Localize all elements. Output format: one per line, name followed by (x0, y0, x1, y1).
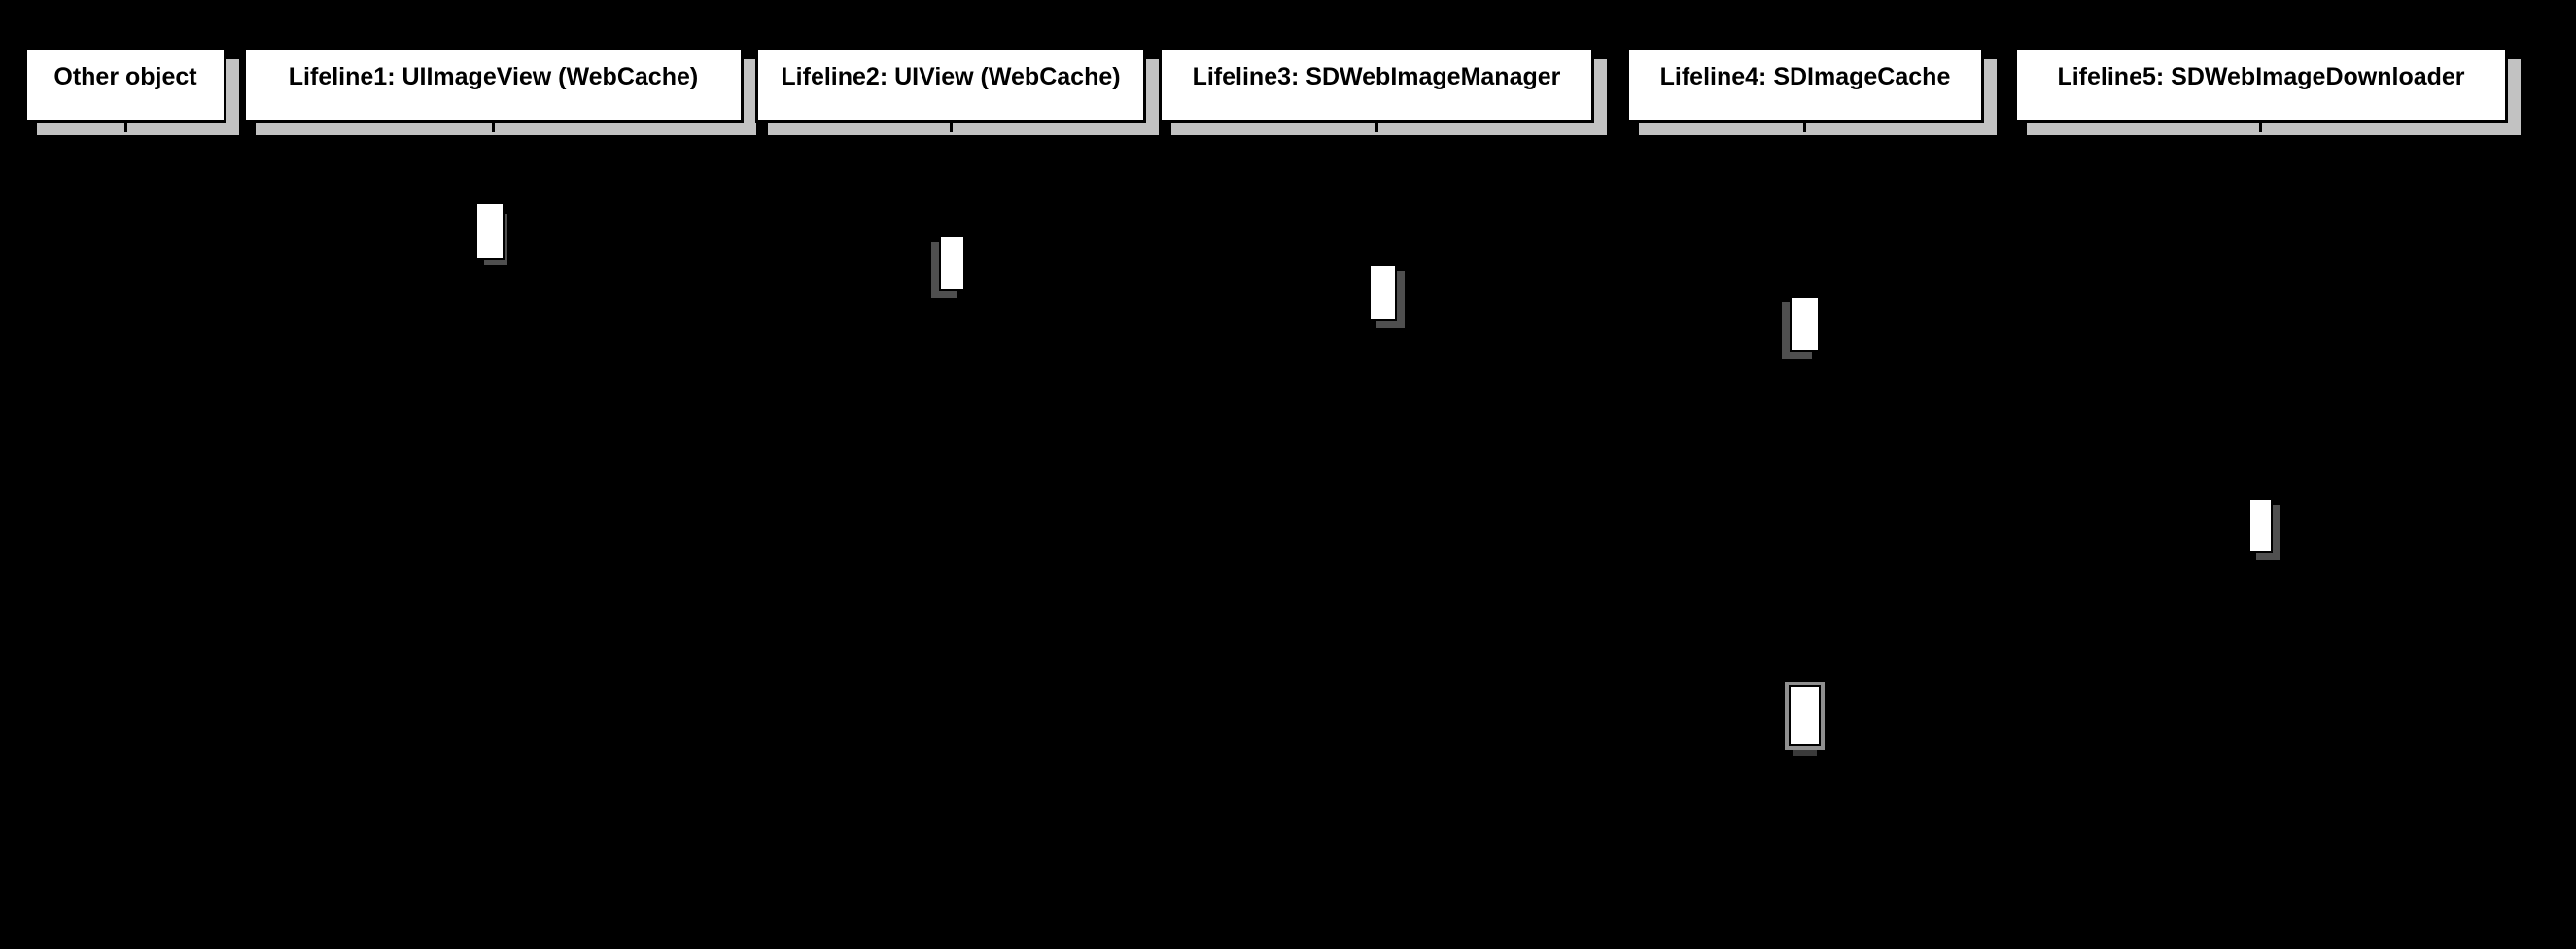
activation-bar (939, 235, 965, 291)
lifeline-header-box: Lifeline3: SDWebImageManager (1159, 47, 1594, 123)
activation-bar (1369, 264, 1397, 321)
lifeline-header-box: Lifeline1: UIImageView (WebCache) (243, 47, 744, 123)
lifeline-header-label: Lifeline5: SDWebImageDownloader (2057, 63, 2465, 90)
lifeline-dashed-line (124, 123, 127, 949)
activation-bar (1790, 296, 1820, 352)
lifeline-header-label: Other object (53, 63, 197, 90)
lifeline-dashed-line (950, 123, 953, 949)
activation-bar (1789, 685, 1821, 746)
lifeline-dashed-line (492, 123, 495, 949)
lifeline-header-label: Lifeline3: SDWebImageManager (1192, 63, 1561, 90)
lifeline-header-box: Lifeline4: SDImageCache (1626, 47, 1984, 123)
lifeline-header-box: Other object (24, 47, 226, 123)
lifeline-header-label: Lifeline2: UIView (WebCache) (781, 63, 1121, 90)
lifeline-header-label: Lifeline1: UIImageView (WebCache) (288, 63, 699, 90)
lifeline-header-box: Lifeline5: SDWebImageDownloader (2014, 47, 2508, 123)
lifeline-dashed-line (1803, 123, 1806, 949)
lifeline-dashed-line (1375, 123, 1378, 949)
lifeline-header-label: Lifeline4: SDImageCache (1659, 63, 1951, 90)
lifeline-header-box: Lifeline2: UIView (WebCache) (755, 47, 1146, 123)
activation-bar (475, 202, 505, 260)
activation-bar (2248, 498, 2273, 553)
